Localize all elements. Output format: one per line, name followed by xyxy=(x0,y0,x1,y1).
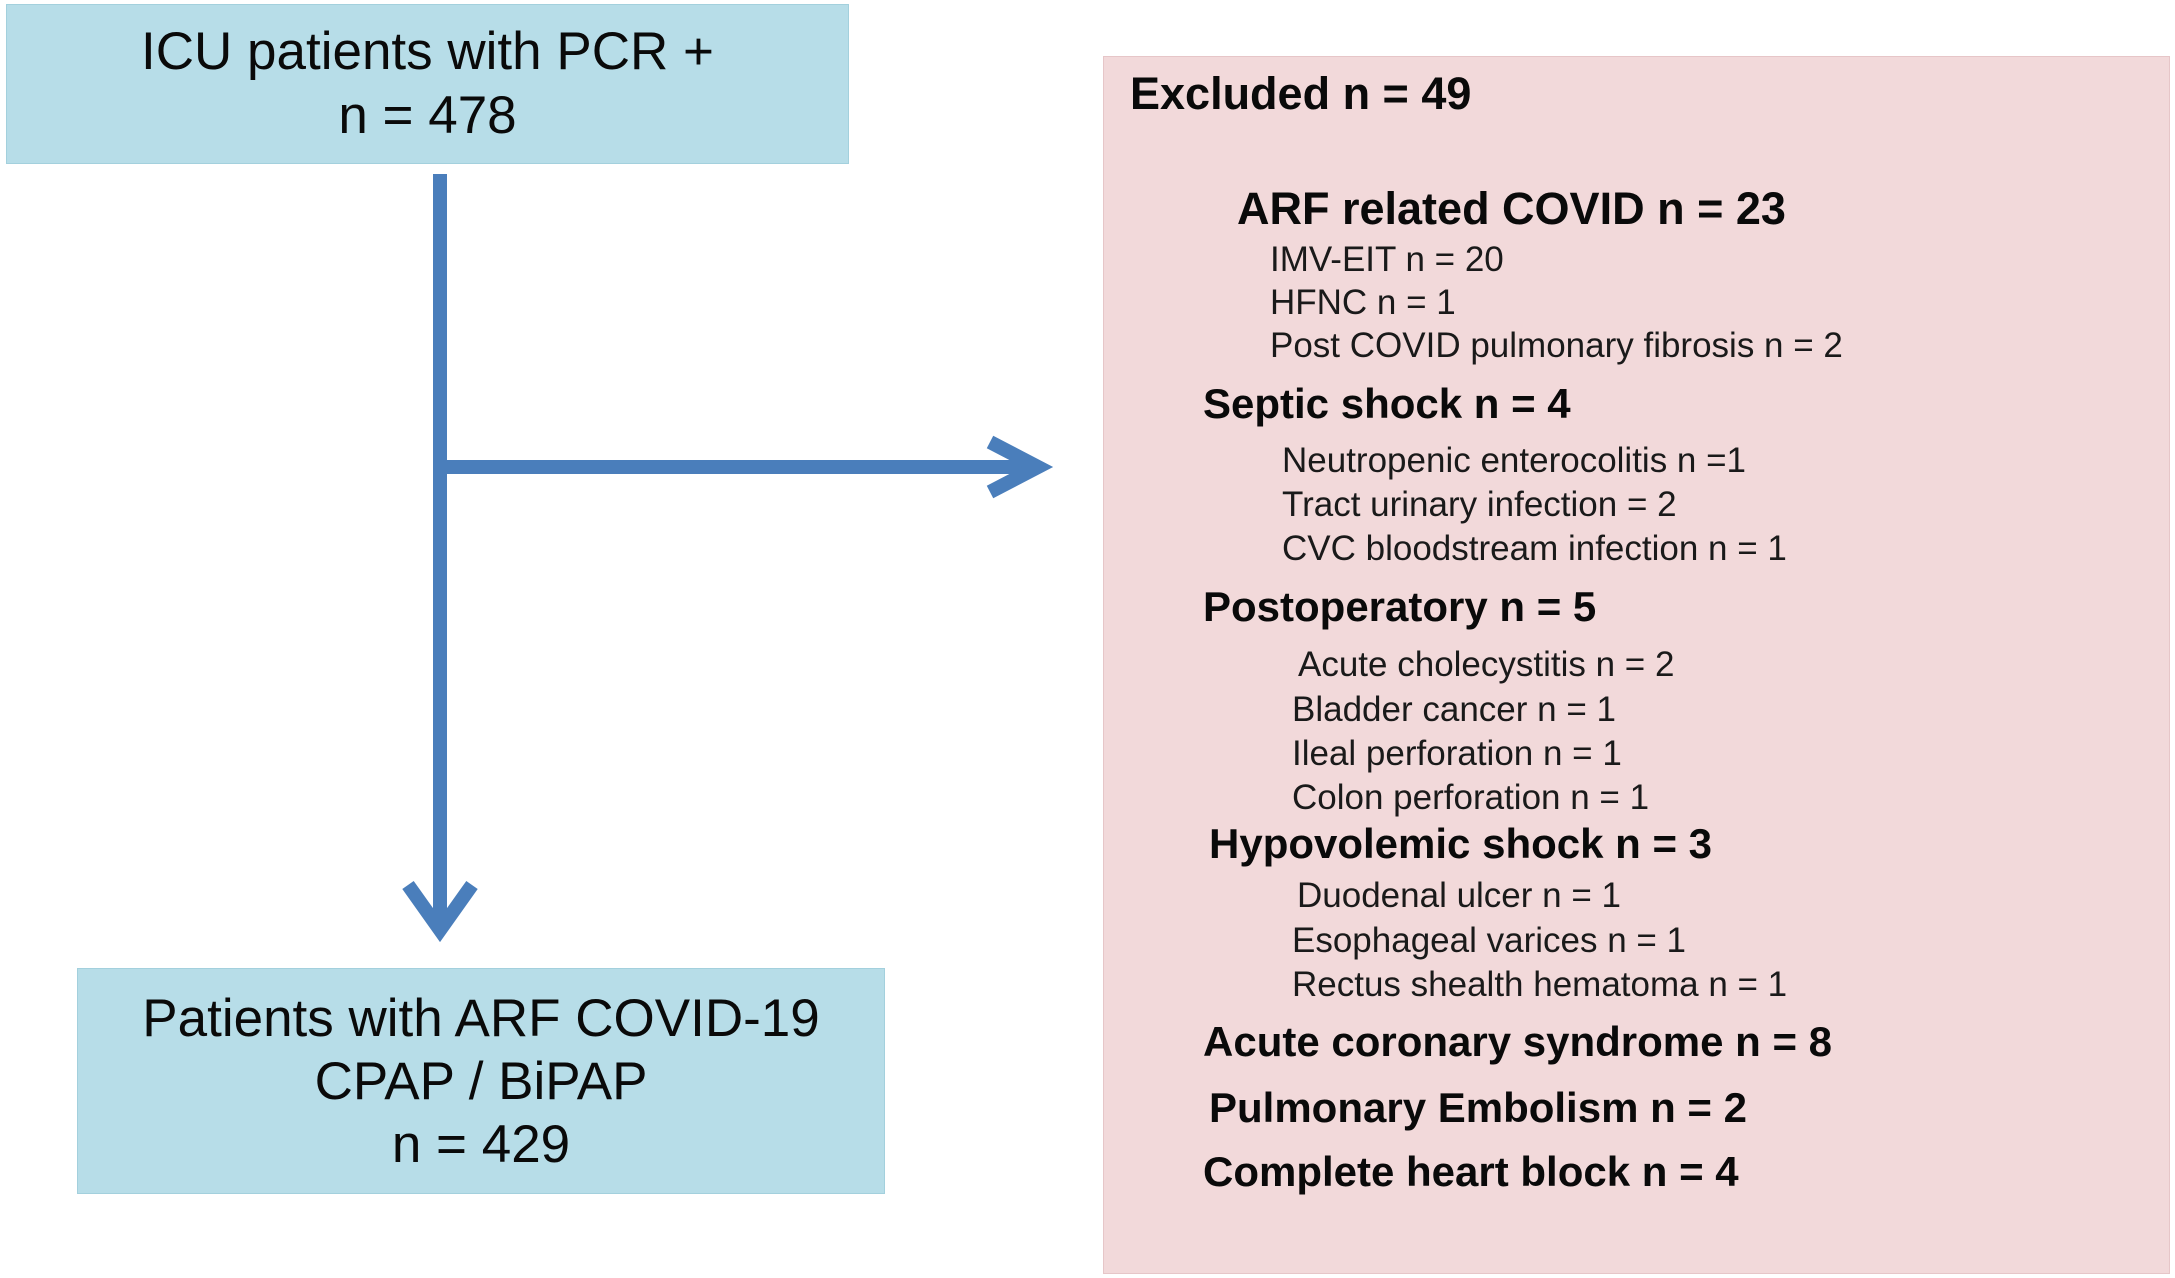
group-item: IMV-EIT n = 20 xyxy=(1270,240,1504,279)
group-item: Ileal perforation n = 1 xyxy=(1292,734,1622,773)
group-item: Colon perforation n = 1 xyxy=(1292,778,1650,817)
group-title-pulmonary-embolism: Pulmonary Embolism n = 2 xyxy=(1209,1084,1747,1131)
group-item: HFNC n = 1 xyxy=(1270,283,1456,322)
included-patients-box: Patients with ARF COVID-19 CPAP / BiPAP … xyxy=(77,968,885,1194)
group-item: CVC bloodstream infection n = 1 xyxy=(1282,529,1787,568)
icu-patients-label: ICU patients with PCR + xyxy=(141,22,714,81)
group-item: Rectus shealth hematoma n = 1 xyxy=(1292,965,1788,1004)
group-title-hypovolemic-shock: Hypovolemic shock n = 3 xyxy=(1209,820,1713,867)
group-title-septic-shock: Septic shock n = 4 xyxy=(1203,380,1571,427)
included-patients-label: Patients with ARF COVID-19 xyxy=(142,988,820,1048)
group-item: Duodenal ulcer n = 1 xyxy=(1297,876,1621,915)
included-patients-support: CPAP / BiPAP xyxy=(314,1051,648,1111)
group-item: Esophageal varices n = 1 xyxy=(1292,921,1687,960)
group-title-arf-covid: ARF related COVID n = 23 xyxy=(1237,183,1786,234)
group-title-heart-block: Complete heart block n = 4 xyxy=(1203,1148,1739,1195)
excluded-box xyxy=(1103,56,2170,1274)
group-item: Tract urinary infection = 2 xyxy=(1282,485,1677,524)
down-arrow-head xyxy=(402,880,478,943)
group-title-acute-coronary: Acute coronary syndrome n = 8 xyxy=(1203,1018,1833,1065)
group-item: Acute cholecystitis n = 2 xyxy=(1298,645,1675,684)
group-item: Bladder cancer n = 1 xyxy=(1292,690,1616,729)
group-item: Post COVID pulmonary fibrosis n = 2 xyxy=(1270,326,1843,365)
icu-patients-box: ICU patients with PCR + n = 478 xyxy=(6,4,849,164)
group-title-postoperatory: Postoperatory n = 5 xyxy=(1203,583,1597,630)
icu-patients-count: n = 478 xyxy=(338,86,517,145)
group-item: Neutropenic enterocolitis n =1 xyxy=(1282,441,1747,480)
excluded-title: Excluded n = 49 xyxy=(1130,68,1472,119)
right-arrow-head xyxy=(986,435,1054,499)
included-patients-count: n = 429 xyxy=(391,1114,571,1174)
